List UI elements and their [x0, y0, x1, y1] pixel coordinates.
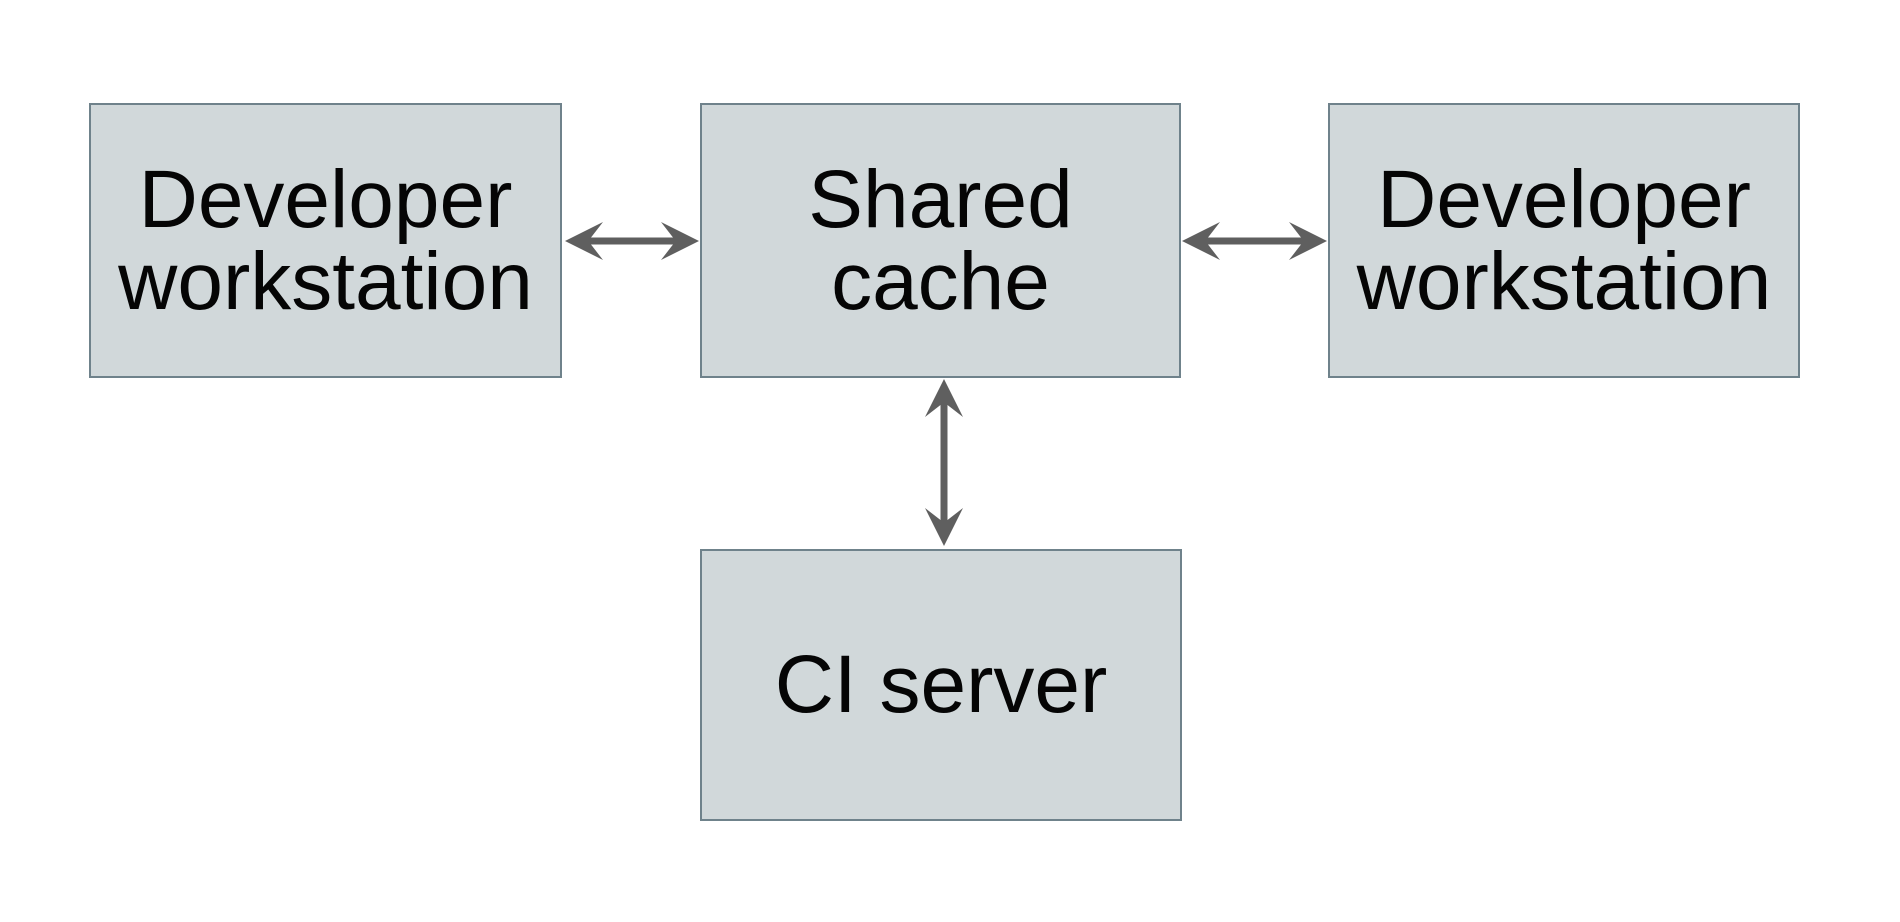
- node-label-developer-workstation-right: Developer workstation: [1356, 153, 1772, 327]
- node-label-developer-workstation-left: Developer workstation: [118, 153, 533, 327]
- arrow-cache-devright-bidirectional-icon: [1182, 222, 1327, 260]
- node-label-ci-server: CI server: [774, 639, 1108, 730]
- node-developer-workstation-right: Developer workstation: [1328, 103, 1800, 378]
- arrow-devleft-cache-bidirectional-icon: [565, 222, 699, 260]
- node-developer-workstation-left: Developer workstation: [89, 103, 562, 378]
- node-shared-cache: Shared cache: [700, 103, 1181, 378]
- arrow-cache-ciserver-bidirectional-icon: [925, 379, 963, 546]
- node-label-shared-cache: Shared cache: [808, 153, 1073, 327]
- node-ci-server: CI server: [700, 549, 1182, 821]
